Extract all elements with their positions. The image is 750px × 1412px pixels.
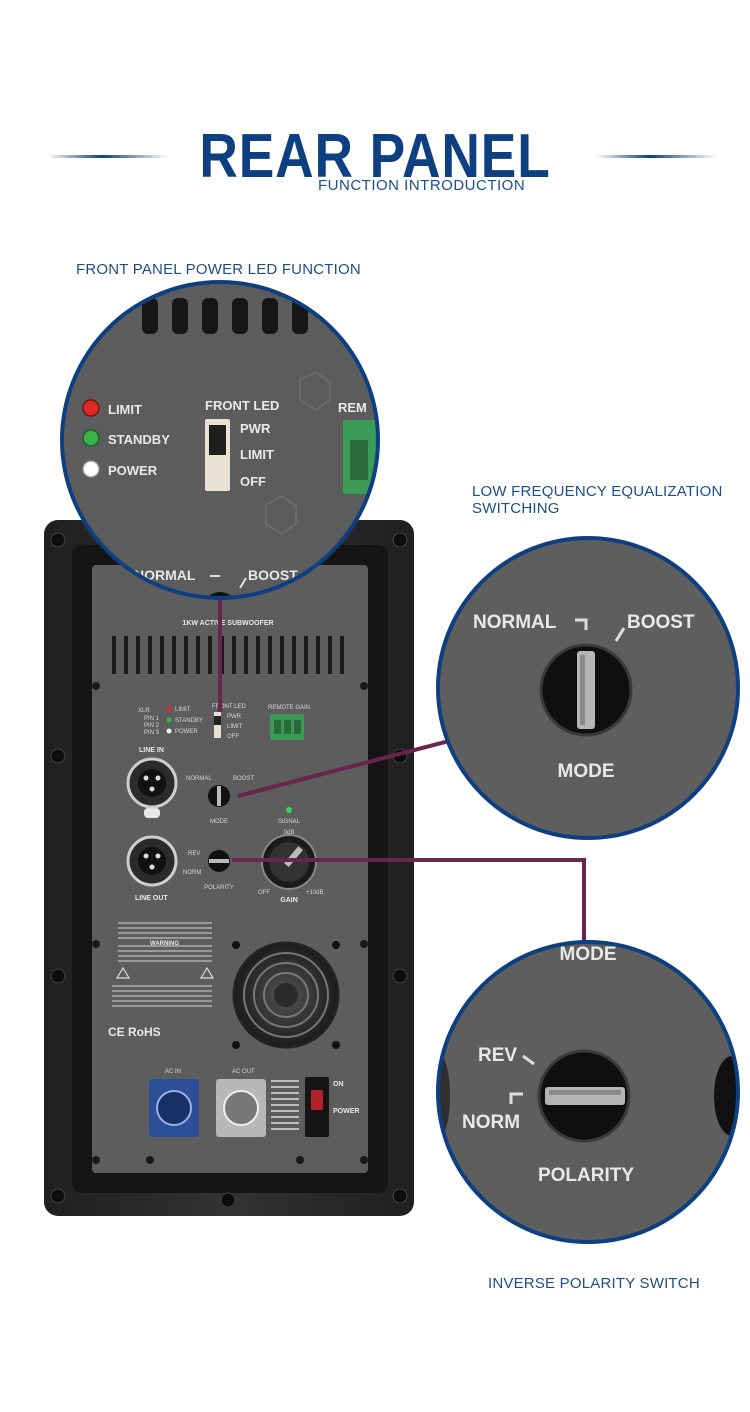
- svg-text:BOOST: BOOST: [248, 567, 298, 583]
- led-standby-label: STANDBY: [175, 718, 203, 724]
- signal-led: [286, 807, 292, 813]
- zoom-led-power: [82, 460, 100, 478]
- led-standby-indicator: [166, 717, 172, 723]
- svg-text:NORM: NORM: [183, 870, 201, 876]
- svg-text:GAIN: GAIN: [280, 897, 298, 904]
- zoom-led-standby: [82, 429, 100, 447]
- svg-text:OFF: OFF: [240, 474, 266, 489]
- svg-text:ON: ON: [333, 1081, 344, 1088]
- svg-text:AC OUT: AC OUT: [232, 1069, 255, 1075]
- svg-text:PIN 1: PIN 1: [144, 716, 160, 722]
- svg-text:+10dB: +10dB: [306, 890, 324, 896]
- svg-text:OFF: OFF: [258, 890, 270, 896]
- led-power-label: POWER: [175, 729, 198, 735]
- page-subtitle: FUNCTION INTRODUCTION: [318, 177, 526, 194]
- svg-text:NORMAL: NORMAL: [134, 567, 196, 583]
- svg-text:POLARITY: POLARITY: [204, 885, 234, 891]
- xlr-legend: XLR PIN 1 PIN 2 PIN 3: [138, 708, 160, 736]
- model-label: 1KW ACTIVE SUBWOOFER: [182, 620, 273, 627]
- zoom-polarity-rev: REV: [478, 1045, 517, 1066]
- page-title: REAR PANEL: [199, 122, 551, 191]
- svg-text:SIGNAL: SIGNAL: [278, 819, 301, 825]
- remote-gain-label: REMOTE GAIN: [268, 705, 310, 711]
- led-power-indicator: [166, 728, 172, 734]
- zoom-remote-partial: REM: [338, 400, 367, 415]
- line-out-label: LINE OUT: [135, 895, 168, 902]
- plate-screws: [92, 682, 368, 1164]
- svg-text:XLR: XLR: [138, 708, 150, 714]
- svg-text:LIMIT: LIMIT: [240, 447, 274, 462]
- caption-low-frequency: LOW FREQUENCY EQUALIZATION SWITCHING: [472, 483, 723, 517]
- zoom-mode-title: MODE: [558, 761, 615, 782]
- certification-marks: CE RoHS: [108, 1025, 161, 1039]
- zoom-front-led-title: FRONT LED: [205, 398, 279, 413]
- enclosure-screws: [50, 532, 408, 1208]
- heatsink-slots: [112, 636, 344, 674]
- title-rule-left: [48, 155, 168, 158]
- svg-text:PWR: PWR: [240, 421, 271, 436]
- warning-text-block: [112, 922, 212, 1007]
- latch-release[interactable]: [144, 808, 160, 818]
- zoom-polarity-norm: NORM: [462, 1112, 520, 1133]
- svg-text:POWER: POWER: [333, 1108, 359, 1115]
- caption-front-led: FRONT PANEL POWER LED FUNCTION: [76, 261, 361, 278]
- zoom-polarity-mode-partial: MODE: [560, 944, 617, 965]
- panel-front-led-label: FRONT LED: [212, 704, 247, 710]
- zoom-led-limit: [82, 399, 100, 417]
- fuse-text: [271, 1080, 299, 1130]
- svg-text:BOOST: BOOST: [233, 776, 254, 782]
- zoom-led-standby-label: STANDBY: [108, 432, 170, 447]
- led-limit-label: LIMIT: [175, 707, 191, 713]
- zoom-mode-normal: NORMAL: [473, 612, 557, 633]
- title-rule-right: [596, 155, 716, 158]
- zoom-led-power-label: POWER: [108, 463, 158, 478]
- svg-text:PIN 3: PIN 3: [144, 730, 160, 736]
- svg-text:MODE: MODE: [210, 819, 228, 825]
- svg-text:PIN 2: PIN 2: [144, 723, 160, 729]
- svg-text:AC IN: AC IN: [165, 1069, 181, 1075]
- zoom-polarity: MODE REV NORM POLARITY: [436, 940, 740, 1244]
- svg-text:0dB: 0dB: [284, 830, 295, 836]
- zoom-led-limit-label: LIMIT: [108, 402, 142, 417]
- svg-text:REV: REV: [188, 851, 200, 857]
- zoom-mode-boost: BOOST: [627, 612, 695, 633]
- zoom-front-led: LIMIT STANDBY POWER FRONT LED PWR LIMIT …: [60, 280, 380, 600]
- svg-text:NORMAL: NORMAL: [186, 776, 212, 782]
- caption-polarity: INVERSE POLARITY SWITCH: [488, 1275, 700, 1292]
- svg-text:LIMIT: LIMIT: [227, 724, 243, 730]
- line-in-label: LINE IN: [139, 747, 164, 754]
- led-limit-indicator: [166, 706, 172, 712]
- zoom-polarity-title: POLARITY: [538, 1165, 634, 1186]
- svg-text:PWR: PWR: [227, 714, 242, 720]
- svg-text:OFF: OFF: [227, 734, 239, 740]
- warning-label: WARNING: [150, 941, 179, 947]
- zoom-mode: NORMAL BOOST MODE: [436, 536, 740, 840]
